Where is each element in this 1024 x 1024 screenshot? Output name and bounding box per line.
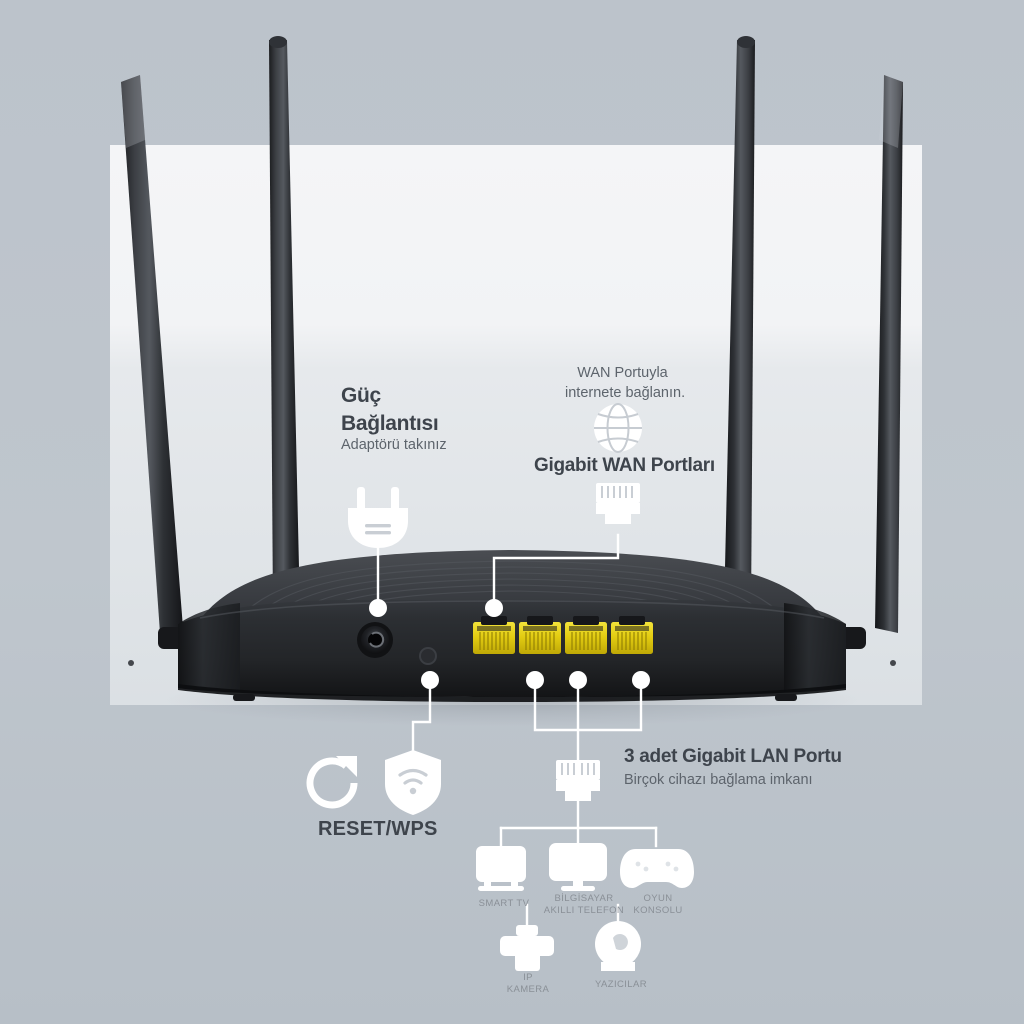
callout-dot-reset [421,671,439,689]
ethernet-port-icon-lan [556,760,600,801]
ethernet-port-lan-1 [519,616,561,654]
ethernet-port-lan-3 [611,616,653,654]
power-plug-icon [348,487,408,548]
wifi-shield-icon [385,750,441,815]
callout-leader-lines [376,533,658,927]
dc-power-jack [357,622,393,658]
reset-wps-label: RESET/WPS [318,818,438,840]
antenna-3 [724,36,755,612]
callout-dot-wan [485,599,503,617]
device-label-smart-tv: SMART TV [478,898,530,909]
ethernet-ports [473,616,653,654]
ethernet-port-lan-2 [565,616,607,654]
monitor-icon [549,843,607,891]
callout-dot-lan-2 [569,671,587,689]
ethernet-port-icon-wan [596,483,640,524]
callout-dots [369,599,650,689]
lan-heading: 3 adet Gigabit LAN Portu [624,746,842,767]
lan-subtitle: Birçok cihazı bağlama imkanı [624,772,813,788]
tv-icon [476,846,526,891]
callout-dot-power [369,599,387,617]
globe-icon [594,403,642,453]
device-label-printer: YAZICILAR [595,979,647,990]
wan-heading: Gigabit WAN Portları [534,455,715,476]
callout-dot-lan-3 [632,671,650,689]
callout-dot-lan-1 [526,671,544,689]
camera-icon [595,921,641,971]
printer-icon [500,925,554,971]
reset-pinhole-button [419,647,437,665]
reset-arrow-icon [306,756,358,809]
ethernet-port-wan [473,616,515,654]
router-body [162,550,862,726]
gamepad-icon [620,849,694,888]
power-subtitle: Adaptörü takınız [341,437,447,453]
antenna-2 [269,36,300,612]
